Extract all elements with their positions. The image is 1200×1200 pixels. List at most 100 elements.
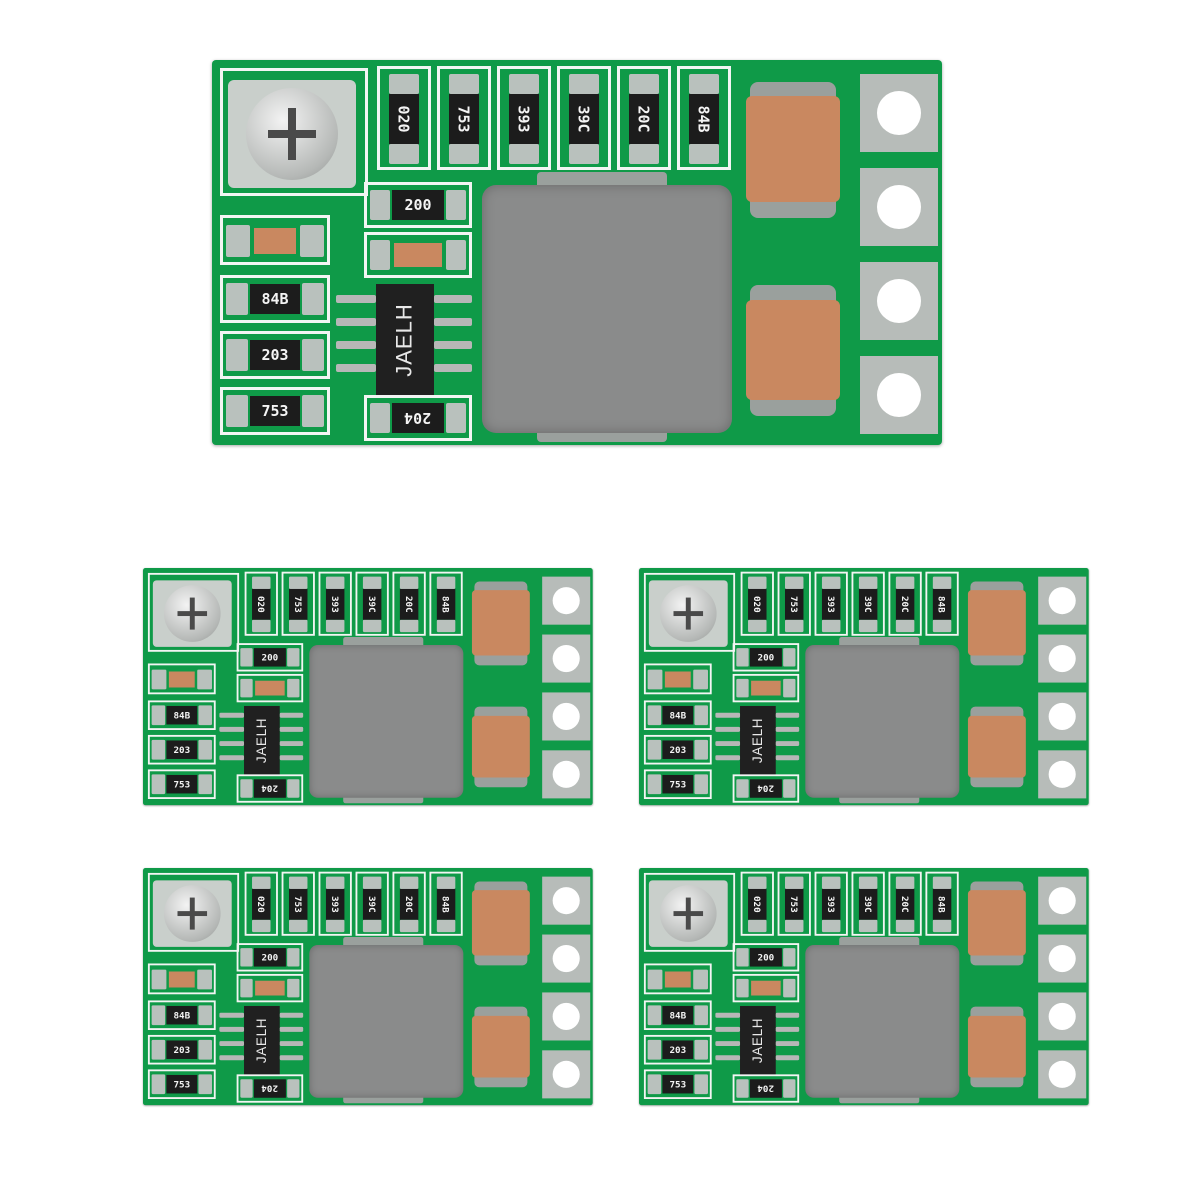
pad — [784, 876, 804, 889]
pad — [694, 774, 708, 795]
pad — [325, 919, 345, 933]
terminal-pad — [542, 634, 591, 683]
terminal-pad — [542, 876, 591, 925]
cap-outline — [643, 963, 712, 995]
resistor-outline — [677, 66, 731, 170]
terminal-pad — [542, 992, 591, 1041]
terminal-hole — [1048, 760, 1076, 788]
resistor-outline — [557, 66, 611, 170]
ic-pin — [775, 1012, 800, 1018]
resistor: 39C — [362, 588, 382, 620]
large-capacitor — [746, 96, 840, 202]
ic-pin — [715, 741, 741, 747]
pad — [784, 619, 804, 633]
pad — [449, 74, 479, 94]
ic-chip: JAELH — [244, 705, 280, 775]
terminal-pad — [1038, 634, 1087, 683]
small-capacitor — [751, 680, 781, 696]
pad — [736, 978, 749, 998]
large-capacitor — [967, 590, 1026, 656]
pad — [362, 619, 382, 633]
pad — [302, 283, 324, 315]
ic-pin — [279, 755, 304, 761]
pad — [858, 619, 878, 633]
pad — [226, 283, 248, 315]
resistor-outline — [643, 734, 712, 765]
small-capacitor — [168, 671, 195, 688]
ic-pin — [219, 741, 245, 747]
pad — [629, 144, 659, 164]
ic-chip: JAELH — [740, 1005, 776, 1075]
terminal-hole — [1048, 887, 1076, 915]
resistor: 203 — [662, 740, 694, 759]
resistor-outline — [147, 700, 216, 731]
pad — [198, 739, 212, 760]
pad — [858, 919, 878, 933]
cap-outline — [147, 963, 216, 995]
resistor: 020 — [252, 888, 271, 920]
ic-chip: JAELH — [376, 284, 434, 396]
resistor: 393 — [821, 888, 841, 920]
ic-pin — [715, 1055, 741, 1061]
pad — [198, 1039, 212, 1060]
pad — [693, 669, 708, 690]
pad — [370, 403, 390, 433]
terminal-hole — [552, 1002, 580, 1031]
large-capacitor — [967, 1015, 1026, 1078]
pad — [302, 339, 324, 371]
resistor-outline — [925, 571, 959, 636]
pad — [287, 978, 300, 998]
resistor-outline — [643, 700, 712, 731]
pad — [325, 619, 345, 633]
ic-pin — [219, 755, 245, 761]
resistor-outline — [147, 1034, 216, 1065]
resistor: 020 — [252, 588, 271, 620]
pad — [783, 948, 796, 967]
pad — [287, 779, 300, 798]
pad — [151, 1005, 166, 1026]
resistor: 753 — [784, 588, 804, 620]
resistor-outline — [281, 871, 315, 936]
pad — [197, 969, 212, 990]
pad — [370, 240, 390, 270]
resistor-outline — [429, 571, 463, 636]
terminal-pad — [1038, 750, 1087, 799]
pot-outline — [147, 872, 240, 952]
resistor-outline — [147, 769, 216, 799]
pad — [446, 240, 466, 270]
terminal-pad — [860, 356, 938, 434]
pad — [389, 144, 419, 164]
resistor: 200 — [749, 648, 782, 667]
pad — [436, 576, 456, 589]
pad — [399, 919, 419, 933]
ic-pin — [775, 726, 800, 732]
terminal-pad — [542, 750, 591, 799]
pad — [288, 576, 308, 589]
pad — [647, 739, 662, 760]
resistor: 204 — [253, 779, 286, 798]
ic-pin — [279, 1026, 304, 1032]
resistor: 204 — [749, 1079, 782, 1098]
pad — [784, 576, 804, 589]
resistor: 84B — [662, 705, 694, 725]
resistor: 39C — [569, 94, 599, 144]
pot-slot — [177, 611, 208, 617]
resistor-outline — [244, 571, 278, 636]
resistor: 39C — [858, 588, 878, 620]
pad — [389, 74, 419, 94]
pad — [252, 576, 271, 589]
ic-pin — [775, 1041, 800, 1047]
pot-slot — [673, 611, 704, 617]
pad — [300, 225, 324, 257]
pad — [252, 919, 271, 933]
resistor: 84B — [436, 588, 456, 620]
ic-pin — [715, 1012, 741, 1018]
pad — [748, 576, 767, 589]
cap-outline — [732, 973, 800, 1003]
terminal-hole — [1048, 587, 1076, 615]
pad — [151, 1039, 166, 1060]
inductor — [309, 945, 464, 1098]
resistor-outline — [392, 871, 426, 936]
